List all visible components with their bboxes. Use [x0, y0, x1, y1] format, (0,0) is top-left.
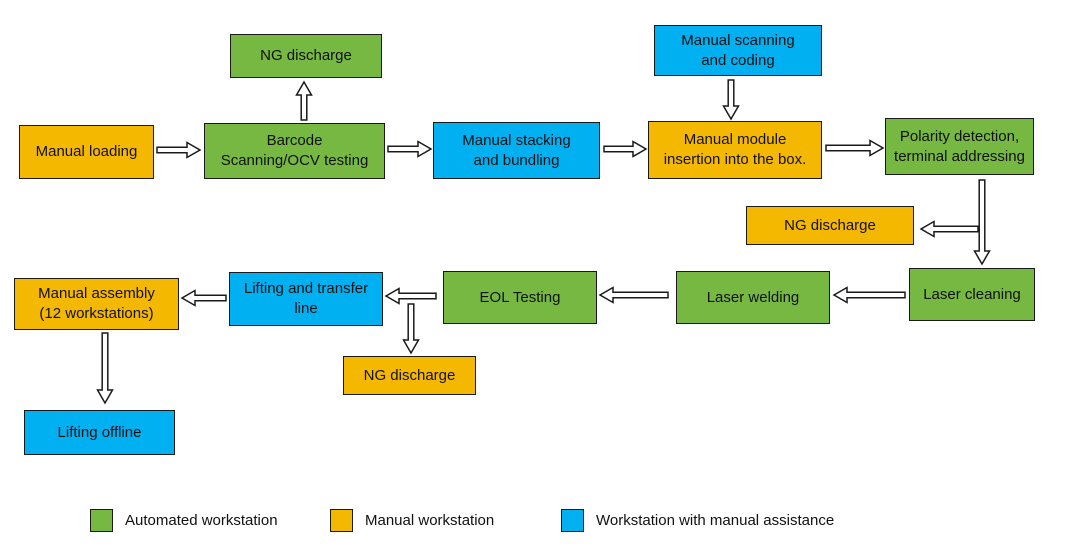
node-ng-discharge-upper: NG discharge	[230, 34, 382, 78]
node-manual-scanning: Manual scanning and coding	[654, 25, 822, 76]
arrow-manual-scanning-to-module-insertion	[722, 79, 740, 121]
arrow-eol-testing-to-lifting-transfer	[384, 287, 437, 305]
legend-manual: Manual workstation	[330, 509, 494, 532]
arrow-manual-stacking-to-module-insertion	[603, 140, 648, 158]
arrow-barcode-ocv-to-ng-discharge-1	[295, 80, 313, 121]
flow-arrows	[96, 79, 991, 405]
node-module-insertion: Manual module insertion into the box.	[648, 121, 822, 179]
node-lifting-offline: Lifting offline	[24, 410, 175, 455]
legend-swatch-automated	[90, 509, 113, 532]
node-eol-testing: EOL Testing	[443, 271, 597, 324]
legend-swatch-assisted	[561, 509, 584, 532]
legend-label-assisted: Workstation with manual assistance	[596, 512, 835, 529]
node-manual-stacking: Manual stacking and bundling	[433, 122, 600, 179]
node-barcode-ocv-testing: Barcode Scanning/OCV testing	[204, 123, 385, 179]
arrow-polarity-detection-to-laser-cleaning	[973, 179, 991, 266]
node-manual-loading: Manual loading	[19, 125, 154, 179]
legend-assisted: Workstation with manual assistance	[561, 509, 834, 532]
legend-swatch-manual	[330, 509, 353, 532]
arrow-eol-testing-to-ng-discharge-3	[402, 303, 420, 355]
node-manual-assembly: Manual assembly (12 workstations)	[14, 278, 179, 330]
arrow-laser-welding-to-eol-testing	[598, 286, 669, 304]
node-ng-discharge-right: NG discharge	[746, 206, 914, 245]
arrow-manual-loading-to-barcode-ocv	[156, 141, 202, 159]
node-ng-discharge-lower: NG discharge	[343, 356, 476, 395]
node-laser-cleaning: Laser cleaning	[909, 268, 1035, 321]
legend-label-manual: Manual workstation	[365, 512, 495, 529]
node-laser-welding: Laser welding	[676, 271, 830, 324]
legend-automated: Automated workstation	[90, 509, 278, 532]
legend-label-automated: Automated workstation	[125, 512, 278, 529]
arrow-manual-assembly-to-lifting-offline	[96, 332, 114, 405]
arrow-laser-cleaning-to-ng-discharge-2	[919, 220, 979, 238]
arrow-laser-cleaning-to-laser-welding	[832, 286, 906, 304]
arrow-module-insertion-to-polarity-detection	[825, 139, 885, 157]
node-polarity-detection: Polarity detection, terminal addressing	[885, 118, 1034, 175]
arrow-barcode-ocv-to-manual-stacking	[387, 140, 433, 158]
node-lifting-transfer: Lifting and transfer line	[229, 272, 383, 326]
arrow-lifting-transfer-to-manual-assembly	[180, 289, 227, 307]
